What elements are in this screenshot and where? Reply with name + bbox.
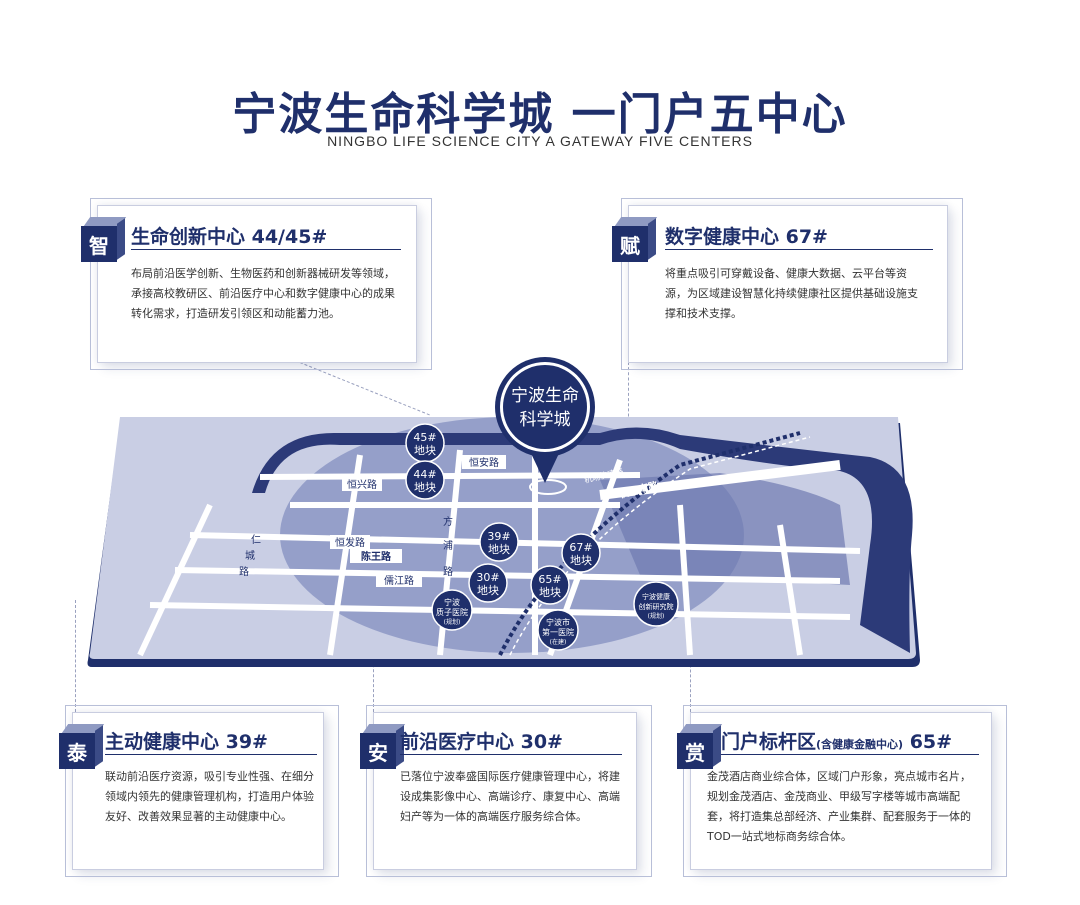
plot-39-line1: 39# [487, 530, 510, 543]
plot-44-line1: 44# [413, 468, 436, 481]
card-rule [721, 754, 979, 755]
plot-67-line2: 地块 [570, 554, 592, 567]
card-body: 金茂酒店商业综合体，区域门户形象，亮点城市名片，规划金茂酒店、金茂商业、甲级写字… [707, 770, 971, 843]
card-active-health: 泰 主动健康中心 39# 联动前沿医疗资源，吸引专业性强、在细分领域内领先的健康… [59, 705, 339, 877]
hospital-innovation-line1: 宁波健康 [642, 592, 670, 601]
card-body: 已落位宁波奉盛国际医疗健康管理中心，将建设成集影像中心、高端诊疗、康复中心、高端… [400, 770, 620, 823]
hospital-innovation-line3: (规划) [648, 612, 665, 620]
badge-zhi: 智 [81, 226, 117, 262]
pin-label-line1: 宁波生命 [511, 386, 579, 406]
card-body: 布局前沿医学创新、生物医药和创新器械研发等领域，承接高校教研区、前沿医疗中心和数… [131, 267, 395, 320]
page-title: 宁波生命科学城 一门户五中心 [232, 89, 848, 140]
pin-inner [503, 365, 587, 449]
road-label-fangpu-2: 浦 [443, 539, 453, 552]
card-rule [400, 754, 622, 755]
road-label-bg [376, 573, 422, 587]
site-map: 宁波生命 科学城 恒安路 恒兴路 恒发路 陈王路 儒江路 方 浦 路 仁 城 路… [80, 355, 960, 685]
road-label-rujiang: 儒江路 [384, 574, 414, 587]
road-label-hengfa: 恒发路 [335, 536, 365, 549]
map-graphic: 宁波生命 科学城 恒安路 恒兴路 恒发路 陈王路 儒江路 方 浦 路 仁 城 路… [87, 357, 920, 667]
card-gateway-benchmark: 赏 门户标杆区(含健康金融中心) 65# 金茂酒店商业综合体，区域门户形象，亮点… [677, 705, 1007, 877]
card-rule [665, 249, 933, 250]
hospital-first-line1: 宁波市 [546, 617, 570, 627]
badge-fu: 赋 [612, 226, 648, 262]
badge-shang: 赏 [677, 733, 713, 769]
hospital-first-line3: (在建) [550, 638, 567, 646]
card-title: 主动健康中心 39# [105, 731, 268, 753]
plot-30-line1: 30# [476, 571, 499, 584]
road-label-fangpu-3: 路 [443, 565, 453, 578]
hospital-first-line2: 第一医院 [542, 627, 574, 637]
plot-65-line1: 65# [538, 573, 561, 586]
card-title: 数字健康中心 67# [665, 226, 828, 248]
plot-badge-39 [479, 522, 519, 562]
card-digital-health: 赋 数字健康中心 67# 将重点吸引可穿戴设备、健康大数据、云平台等资源，为区域… [612, 198, 963, 370]
card-title: 门户标杆区(含健康金融中心) 65# [721, 727, 952, 754]
road-label-bg [330, 535, 370, 549]
plot-45-line2: 地块 [414, 444, 436, 457]
plot-badge-44 [405, 460, 445, 500]
card-rule [131, 249, 401, 250]
road-label-chenwang: 陈王路 [361, 550, 392, 563]
hospital-badge-innovation [633, 581, 679, 627]
hospital-proton-line1: 宁波 [444, 597, 460, 607]
leader-line-digital [628, 362, 629, 432]
leader-line-health [75, 600, 76, 712]
road-label-renyi-3: 路 [239, 565, 249, 578]
badge-an: 安 [360, 733, 396, 769]
plot-badge-67 [561, 533, 601, 573]
card-rule [105, 754, 317, 755]
card-body: 联动前沿医疗资源，吸引专业性强、在细分领域内领先的健康管理机构，打造用户体验友好… [105, 770, 314, 823]
hospital-badge-first [537, 609, 579, 651]
card-title: 生命创新中心 44/45# [131, 226, 328, 248]
plot-65-line2: 地块 [539, 586, 561, 599]
badge-tai: 泰 [59, 733, 95, 769]
card-title-number: 65# [909, 731, 953, 753]
plot-44-line2: 地块 [414, 481, 436, 494]
card-frontier-medical: 安 前沿医疗中心 30# 已落位宁波奉盛国际医疗健康管理中心，将建设成集影像中心… [360, 705, 652, 877]
card-life-innovation: 智 生命创新中心 44/45# 布局前沿医学创新、生物医药和创新器械研发等领域，… [81, 198, 432, 370]
card-title-main: 门户标杆区 [721, 731, 817, 753]
card-title-note: (含健康金融中心) [816, 738, 904, 751]
road-label-bg [350, 549, 402, 563]
plot-badge-30 [468, 563, 508, 603]
plot-45-line1: 45# [413, 431, 436, 444]
hospital-proton-line2: 质子医院 [436, 607, 468, 617]
plot-39-line2: 地块 [488, 543, 510, 556]
road-label-fangpu-1: 方 [443, 515, 453, 528]
pin-label-line2: 科学城 [520, 410, 571, 430]
road-label-hengxing: 恒兴路 [347, 478, 377, 491]
map-center-ring [529, 479, 567, 495]
hospital-innovation-line2: 创新研究院 [639, 602, 674, 611]
road-label-bg [342, 477, 382, 491]
hospital-badge-proton [431, 589, 473, 631]
plot-badge-65 [530, 565, 570, 605]
card-title: 前沿医疗中心 30# [400, 731, 563, 753]
hospital-proton-line3: (规划) [444, 618, 461, 626]
page-subtitle: NINGBO LIFE SCIENCE CITY A GATEWAY FIVE … [327, 133, 753, 149]
road-label-hengan: 恒安路 [469, 456, 499, 469]
road-label-renyi-2: 城 [245, 550, 255, 562]
road-label-bg [462, 455, 506, 469]
plot-30-line2: 地块 [477, 584, 499, 597]
card-body: 将重点吸引可穿戴设备、健康大数据、云平台等资源，为区域建设智慧化持续健康社区提供… [665, 267, 918, 320]
plot-67-line1: 67# [569, 541, 592, 554]
road-label-renyi-1: 仁 [251, 534, 261, 546]
